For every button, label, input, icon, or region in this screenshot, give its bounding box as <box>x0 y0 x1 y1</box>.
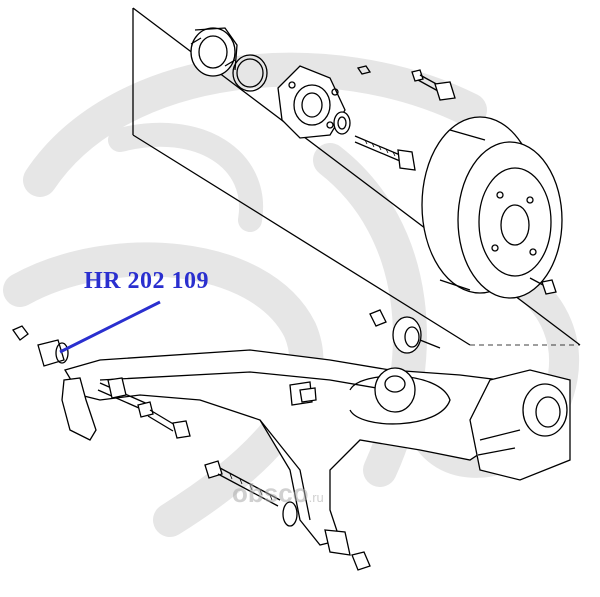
upper-bushing <box>369 309 441 354</box>
left-bracket <box>61 377 151 441</box>
leader-line <box>59 300 161 354</box>
small-nut <box>356 65 372 75</box>
brake-drum <box>421 116 563 299</box>
hub-cap <box>333 111 351 135</box>
lower-bolt <box>204 460 298 527</box>
hub-bolt-long <box>354 135 416 171</box>
left-bolt <box>137 401 191 439</box>
front-bushing <box>12 325 69 367</box>
rear-bushing <box>324 529 371 571</box>
site-watermark-name: obsco <box>232 478 309 508</box>
site-watermark-tld: .ru <box>308 490 324 505</box>
hub-bolt-top <box>411 69 456 101</box>
wheel-hub <box>277 65 346 139</box>
site-watermark: obsco.ru <box>232 478 324 509</box>
wheel-bearing <box>190 27 238 77</box>
center-mount <box>374 367 416 413</box>
drum-screw <box>529 277 557 295</box>
snap-ring <box>232 54 268 92</box>
stub-axle <box>469 369 571 481</box>
part-number-label: HR 202 109 <box>84 268 209 294</box>
